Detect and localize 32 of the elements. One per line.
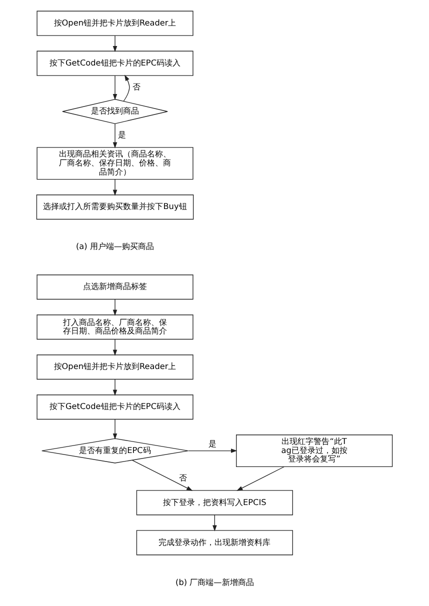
node-box: 按下GetCode钮把卡片的EPC码读入 xyxy=(36,50,194,76)
edge-label: 否 xyxy=(178,472,187,483)
edge-label: 是 xyxy=(118,130,126,140)
arrow xyxy=(112,124,118,148)
arrow xyxy=(112,75,118,100)
label: (a) 用户端—购买商品 xyxy=(76,241,154,252)
edge-label: 是 xyxy=(208,438,216,448)
arrow xyxy=(188,448,238,453)
node-box: 按下登录，把资料写入EPCIS xyxy=(136,490,293,516)
node-diamond: 是否找到商品 xyxy=(62,98,168,124)
node-box: 出现红字警告“此Tag已登录过，如按登录将会复写” xyxy=(236,434,393,468)
arrow xyxy=(236,466,284,491)
arrow xyxy=(112,35,118,52)
node-box: 打入商品名称、厂商名称、保存日期、商品价格及商品简介 xyxy=(36,314,194,340)
arrow xyxy=(112,418,118,440)
arrow xyxy=(212,514,217,532)
arrow xyxy=(112,339,118,356)
arrow xyxy=(132,460,193,491)
node-box: 选择或打入所需要购买数量并按下Buy钮 xyxy=(36,194,194,220)
arrow xyxy=(123,74,130,102)
node-box: 按下GetCode钮把卡片的EPC码读入 xyxy=(36,394,194,420)
node-box: 出现商品相关资讯（商品名称、厂商名称、保存日期、价格、商品简介） xyxy=(36,147,194,180)
node-box: 按Open钮并把卡片放到Reader上 xyxy=(36,354,194,380)
node-box: 完成登录动作，出现新增资料库 xyxy=(136,530,293,556)
edge-label: 否 xyxy=(132,82,141,92)
node-box: 按Open钮并把卡片放到Reader上 xyxy=(36,10,194,36)
label: (b) 厂商端—新增商品 xyxy=(176,576,254,587)
node-diamond: 是否有重复的EPC码 xyxy=(42,438,188,464)
arrow xyxy=(112,379,118,396)
arrow xyxy=(112,178,118,196)
arrow xyxy=(112,299,118,316)
node-box: 点选新增商品标签 xyxy=(36,274,194,300)
